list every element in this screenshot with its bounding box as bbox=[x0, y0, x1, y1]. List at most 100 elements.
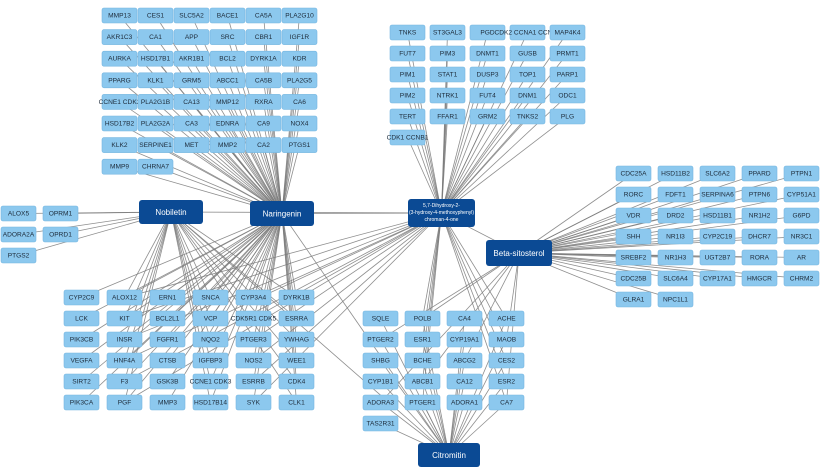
target-node-shbg[interactable]: SHBG bbox=[362, 352, 399, 369]
target-node-ptgs1[interactable]: PTGS1 bbox=[281, 137, 318, 153]
target-node-ntrk1[interactable]: NTRK1 bbox=[429, 87, 466, 104]
target-node-cdk4[interactable]: CDK4 bbox=[278, 373, 315, 390]
target-node-ptgs2[interactable]: PTGS2 bbox=[0, 247, 37, 264]
target-node-cyp1b1[interactable]: CYP1B1 bbox=[362, 373, 399, 390]
target-node-cdk1-ccnb1[interactable]: CDK1 CCNB1 bbox=[387, 129, 429, 146]
target-node-nr3c1[interactable]: NR3C1 bbox=[783, 228, 820, 245]
target-node-nr1h2[interactable]: NR1H2 bbox=[741, 207, 778, 224]
target-node-odc1[interactable]: ODC1 bbox=[549, 87, 586, 104]
target-node-wee1[interactable]: WEE1 bbox=[278, 352, 315, 369]
target-node-pim2[interactable]: PIM2 bbox=[389, 87, 426, 104]
target-node-nox4[interactable]: NOX4 bbox=[281, 115, 318, 132]
target-node-slc5a2[interactable]: SLC5A2 bbox=[173, 7, 210, 24]
target-node-hnf4a[interactable]: HNF4A bbox=[106, 352, 143, 369]
target-node-fgfr1[interactable]: FGFR1 bbox=[149, 331, 186, 348]
target-node-tert[interactable]: TERT bbox=[389, 108, 426, 125]
target-node-cdc25b[interactable]: CDC25B bbox=[615, 270, 652, 287]
target-node-cdk2-ccna1-ccne1[interactable]: CDK2 CCNA1 CCNE1 bbox=[495, 24, 561, 41]
target-node-rxra[interactable]: RXRA bbox=[245, 94, 282, 110]
target-node-nr1i3[interactable]: NR1I3 bbox=[657, 228, 694, 245]
target-node-ca9[interactable]: CA9 bbox=[245, 115, 282, 132]
target-node-adora1[interactable]: ADORA1 bbox=[446, 394, 483, 411]
target-node-igf1r[interactable]: IGF1R bbox=[281, 29, 318, 45]
target-node-ca12[interactable]: CA12 bbox=[446, 373, 483, 390]
target-node-esrra[interactable]: ESRRA bbox=[278, 310, 315, 327]
target-node-ca5a[interactable]: CA5A bbox=[245, 7, 282, 24]
target-node-mmp13[interactable]: MMP13 bbox=[101, 7, 138, 24]
target-node-ptger1[interactable]: PTGER1 bbox=[404, 394, 441, 411]
target-node-slc6a2[interactable]: SLC6A2 bbox=[699, 165, 736, 182]
target-node-rorc[interactable]: RORC bbox=[615, 186, 652, 203]
target-node-ffar1[interactable]: FFAR1 bbox=[429, 108, 466, 125]
target-node-kdr[interactable]: KDR bbox=[281, 50, 318, 67]
target-node-cdk5r1-cdk5[interactable]: CDK5R1 CDK5 bbox=[231, 310, 277, 327]
target-node-alox12[interactable]: ALOX12 bbox=[106, 289, 143, 306]
target-node-bcl2l1[interactable]: BCL2L1 bbox=[149, 310, 186, 327]
target-node-syk[interactable]: SYK bbox=[235, 394, 272, 411]
target-node-fdft1[interactable]: FDFT1 bbox=[657, 186, 694, 203]
target-node-ptpn6[interactable]: PTPN6 bbox=[741, 186, 778, 203]
target-node-hsd11b2[interactable]: HSD11B2 bbox=[657, 165, 694, 182]
target-node-dnmt1[interactable]: DNMT1 bbox=[469, 45, 506, 62]
compound-node-nar[interactable]: Naringenin bbox=[250, 201, 314, 226]
target-node-klk2[interactable]: KLK2 bbox=[101, 137, 138, 153]
target-node-fut7[interactable]: FUT7 bbox=[389, 45, 426, 62]
target-node-ptger3[interactable]: PTGER3 bbox=[235, 331, 272, 348]
target-node-ca1[interactable]: CA1 bbox=[137, 29, 174, 45]
target-node-tas2r31[interactable]: TAS2R31 bbox=[362, 415, 399, 432]
target-node-tnks[interactable]: TNKS bbox=[389, 24, 426, 41]
target-node-ca2[interactable]: CA2 bbox=[245, 137, 282, 153]
target-node-ar[interactable]: AR bbox=[783, 249, 820, 266]
target-node-prmt1[interactable]: PRMT1 bbox=[549, 45, 586, 62]
target-node-vdr[interactable]: VDR bbox=[615, 207, 652, 224]
target-node-serpina6[interactable]: SERPINA6 bbox=[699, 186, 736, 203]
target-node-ern1[interactable]: ERN1 bbox=[149, 289, 186, 306]
target-node-cyp19a1[interactable]: CYP19A1 bbox=[446, 331, 483, 348]
target-node-mmp3[interactable]: MMP3 bbox=[149, 394, 186, 411]
target-node-ca3[interactable]: CA3 bbox=[173, 115, 210, 132]
target-node-dusp3[interactable]: DUSP3 bbox=[469, 66, 506, 83]
target-node-f3[interactable]: F3 bbox=[106, 373, 143, 390]
target-node-lck[interactable]: LCK bbox=[63, 310, 100, 327]
target-node-ca7[interactable]: CA7 bbox=[488, 394, 525, 411]
compound-node-bsi[interactable]: Beta-sitosterol bbox=[486, 240, 552, 266]
target-node-ccne1-cdk2[interactable]: CCNE1 CDK2 bbox=[99, 94, 141, 110]
target-node-ugt2b7[interactable]: UGT2B7 bbox=[699, 249, 736, 266]
target-node-akr1c3[interactable]: AKR1C3 bbox=[101, 29, 138, 45]
target-node-clk1[interactable]: CLK1 bbox=[278, 394, 315, 411]
target-node-hmgcr[interactable]: HMGCR bbox=[741, 270, 778, 287]
target-node-ca13[interactable]: CA13 bbox=[173, 94, 210, 110]
target-node-adora3[interactable]: ADORA3 bbox=[362, 394, 399, 411]
target-node-vegfa[interactable]: VEGFA bbox=[63, 352, 100, 369]
target-node-maob[interactable]: MAOB bbox=[488, 331, 525, 348]
target-node-ptger2[interactable]: PTGER2 bbox=[362, 331, 399, 348]
target-node-st3gal3[interactable]: ST3GAL3 bbox=[429, 24, 466, 41]
target-node-shh[interactable]: SHH bbox=[615, 228, 652, 245]
target-node-ca6[interactable]: CA6 bbox=[281, 94, 318, 110]
target-node-alox5[interactable]: ALOX5 bbox=[0, 205, 37, 222]
target-node-slc6a4[interactable]: SLC6A4 bbox=[657, 270, 694, 287]
target-node-dnm1[interactable]: DNM1 bbox=[509, 87, 546, 104]
target-node-ptpn1[interactable]: PTPN1 bbox=[783, 165, 820, 182]
target-node-hsd17b14[interactable]: HSD17B14 bbox=[192, 394, 229, 411]
target-node-cyp51a1[interactable]: CYP51A1 bbox=[783, 186, 820, 203]
target-node-dhcr7[interactable]: DHCR7 bbox=[741, 228, 778, 245]
target-node-grm5[interactable]: GRM5 bbox=[173, 72, 210, 89]
target-node-cyp2c19[interactable]: CYP2C19 bbox=[699, 228, 736, 245]
target-node-plg[interactable]: PLG bbox=[549, 108, 586, 125]
target-node-g6pd[interactable]: G6PD bbox=[783, 207, 820, 224]
target-node-mmp12[interactable]: MMP12 bbox=[209, 94, 246, 110]
target-node-bcl2[interactable]: BCL2 bbox=[209, 50, 246, 67]
compound-node-nob[interactable]: Nobiletin bbox=[139, 200, 203, 224]
target-node-gsk3b[interactable]: GSK3B bbox=[149, 373, 186, 390]
target-node-pik3ca[interactable]: PIK3CA bbox=[63, 394, 100, 411]
target-node-polb[interactable]: POLB bbox=[404, 310, 441, 327]
target-node-cdc25a[interactable]: CDC25A bbox=[615, 165, 652, 182]
target-node-tnks2[interactable]: TNKS2 bbox=[509, 108, 546, 125]
target-node-bace1[interactable]: BACE1 bbox=[209, 7, 246, 24]
target-node-abcg2[interactable]: ABCG2 bbox=[446, 352, 483, 369]
target-node-abcc1[interactable]: ABCC1 bbox=[209, 72, 246, 89]
target-node-ednra[interactable]: EDNRA bbox=[209, 115, 246, 132]
target-node-npc1l1[interactable]: NPC1L1 bbox=[657, 291, 694, 308]
target-node-nr1h3[interactable]: NR1H3 bbox=[657, 249, 694, 266]
